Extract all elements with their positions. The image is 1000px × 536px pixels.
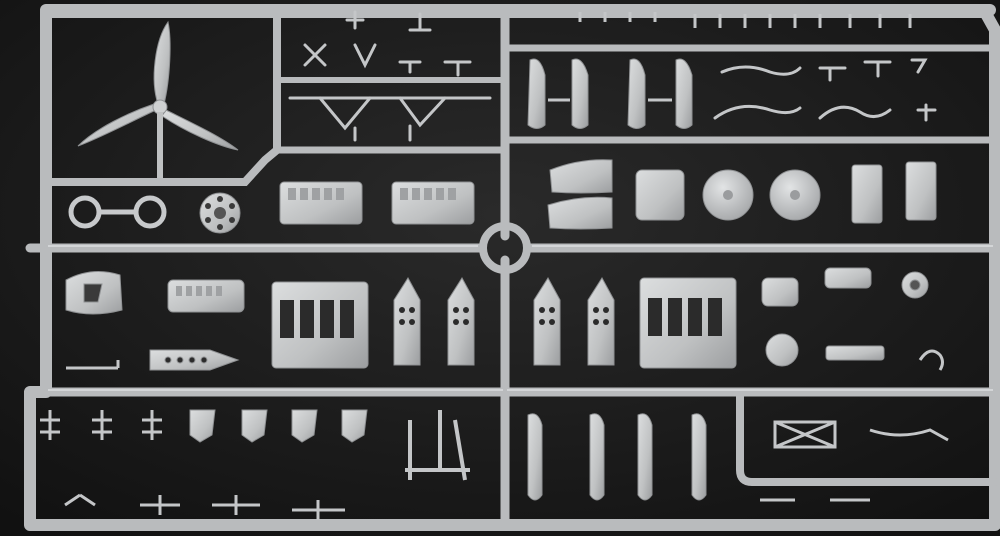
- bottom-parts: [64, 493, 345, 520]
- canopy-part: [65, 270, 123, 315]
- small-brackets-right: [713, 58, 937, 122]
- right-small-parts: [761, 267, 929, 367]
- sprue-runners: [24, 4, 1000, 531]
- wheel-covers: [851, 161, 937, 224]
- landing-gear-strut: [405, 410, 470, 481]
- hook-tube: [918, 349, 944, 371]
- main-wheels: [702, 169, 821, 221]
- fins: [189, 409, 368, 443]
- small-trees: [40, 410, 162, 440]
- small-struts: [288, 10, 492, 142]
- engine-blocks: [279, 181, 475, 225]
- drop-tanks-lower: [527, 413, 707, 501]
- cowlings: [547, 159, 685, 230]
- propeller: [77, 20, 239, 178]
- top-tabs: [578, 12, 912, 28]
- mid-left-strip: [149, 349, 240, 371]
- central-ring: [479, 222, 531, 274]
- propeller-box: [42, 6, 281, 186]
- gear-wheel: [199, 192, 241, 234]
- radiator-slots: [280, 298, 722, 338]
- runner-highlight: [48, 245, 993, 391]
- hub-assembly: [68, 195, 167, 229]
- panel-holes: [399, 307, 609, 325]
- drop-tanks-upper: [527, 58, 693, 129]
- radial-engine-small: [167, 279, 245, 313]
- frame-parts: [760, 420, 949, 502]
- pointed-panels: [393, 277, 615, 366]
- hook-runner: [736, 388, 999, 486]
- small-rod: [66, 360, 120, 370]
